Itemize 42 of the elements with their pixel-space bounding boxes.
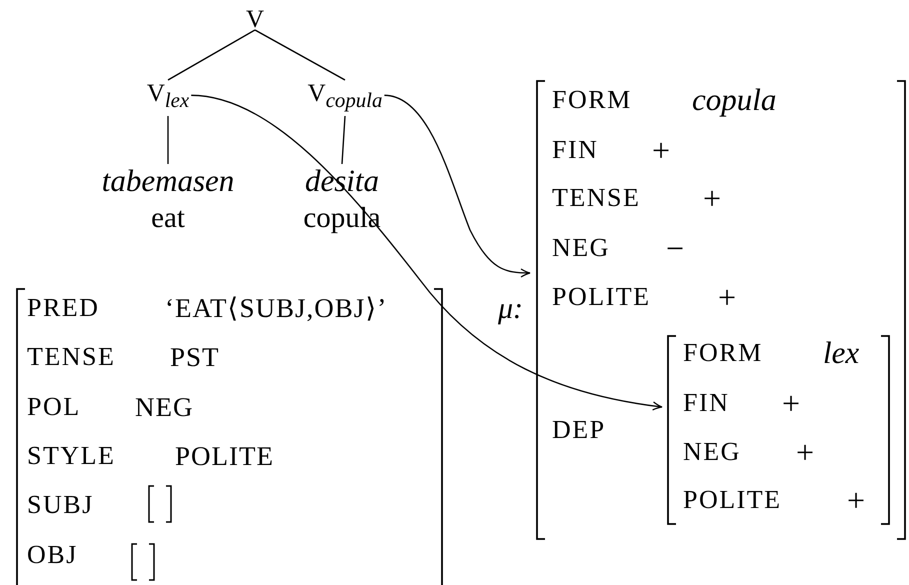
feature-value: ‘EAT⟨SUBJ,OBJ⟩’ — [165, 293, 388, 323]
feature-name: PRED — [27, 293, 100, 323]
tree-branch — [168, 29, 256, 81]
feature-name: FIN — [683, 388, 730, 418]
tree-label: V$_{lex}$ — [146, 80, 190, 114]
feature-name: OBJ — [27, 540, 78, 570]
gloss: eat — [150, 201, 186, 236]
feature-name: NEG — [683, 437, 741, 467]
feature-value: − — [666, 233, 686, 263]
feature-name: POL — [27, 392, 81, 422]
feature-name: POLITE — [552, 282, 651, 312]
feature-matrix — [14, 288, 446, 585]
feature-value: lex — [823, 338, 860, 368]
feature-value: + — [782, 388, 802, 418]
feature-value: PST — [170, 342, 220, 372]
feature-name: TENSE — [27, 342, 116, 372]
structure-label: μ: — [498, 292, 524, 326]
tree-branch — [254, 29, 346, 81]
feature-name: TENSE — [552, 183, 640, 213]
feature-name: FIN — [552, 135, 598, 165]
tree-branch — [341, 116, 346, 164]
tree-label: V — [246, 6, 264, 34]
feature-value: + — [718, 282, 738, 312]
feature-name: FORM — [683, 338, 763, 368]
feature-name: NEG — [552, 233, 610, 263]
feature-name: POLITE — [683, 485, 782, 515]
tree-label: V$_{copula}$ — [308, 80, 382, 114]
feature-value: POLITE — [175, 441, 274, 471]
empty-structure — [130, 543, 156, 581]
tree-branch — [167, 116, 169, 164]
empty-structure — [147, 485, 173, 523]
feature-value: + — [652, 135, 672, 165]
feature-value: + — [796, 437, 816, 467]
feature-name: DEP — [552, 415, 606, 445]
feature-name: SUBJ — [27, 490, 94, 520]
feature-name: FORM — [552, 85, 632, 115]
feature-value: + — [847, 485, 866, 515]
feature-value: copula — [692, 85, 776, 115]
feature-name: STYLE — [27, 441, 116, 471]
feature-value: + — [703, 183, 722, 213]
word-form: tabemasen — [102, 162, 234, 200]
feature-value: NEG — [135, 392, 194, 422]
